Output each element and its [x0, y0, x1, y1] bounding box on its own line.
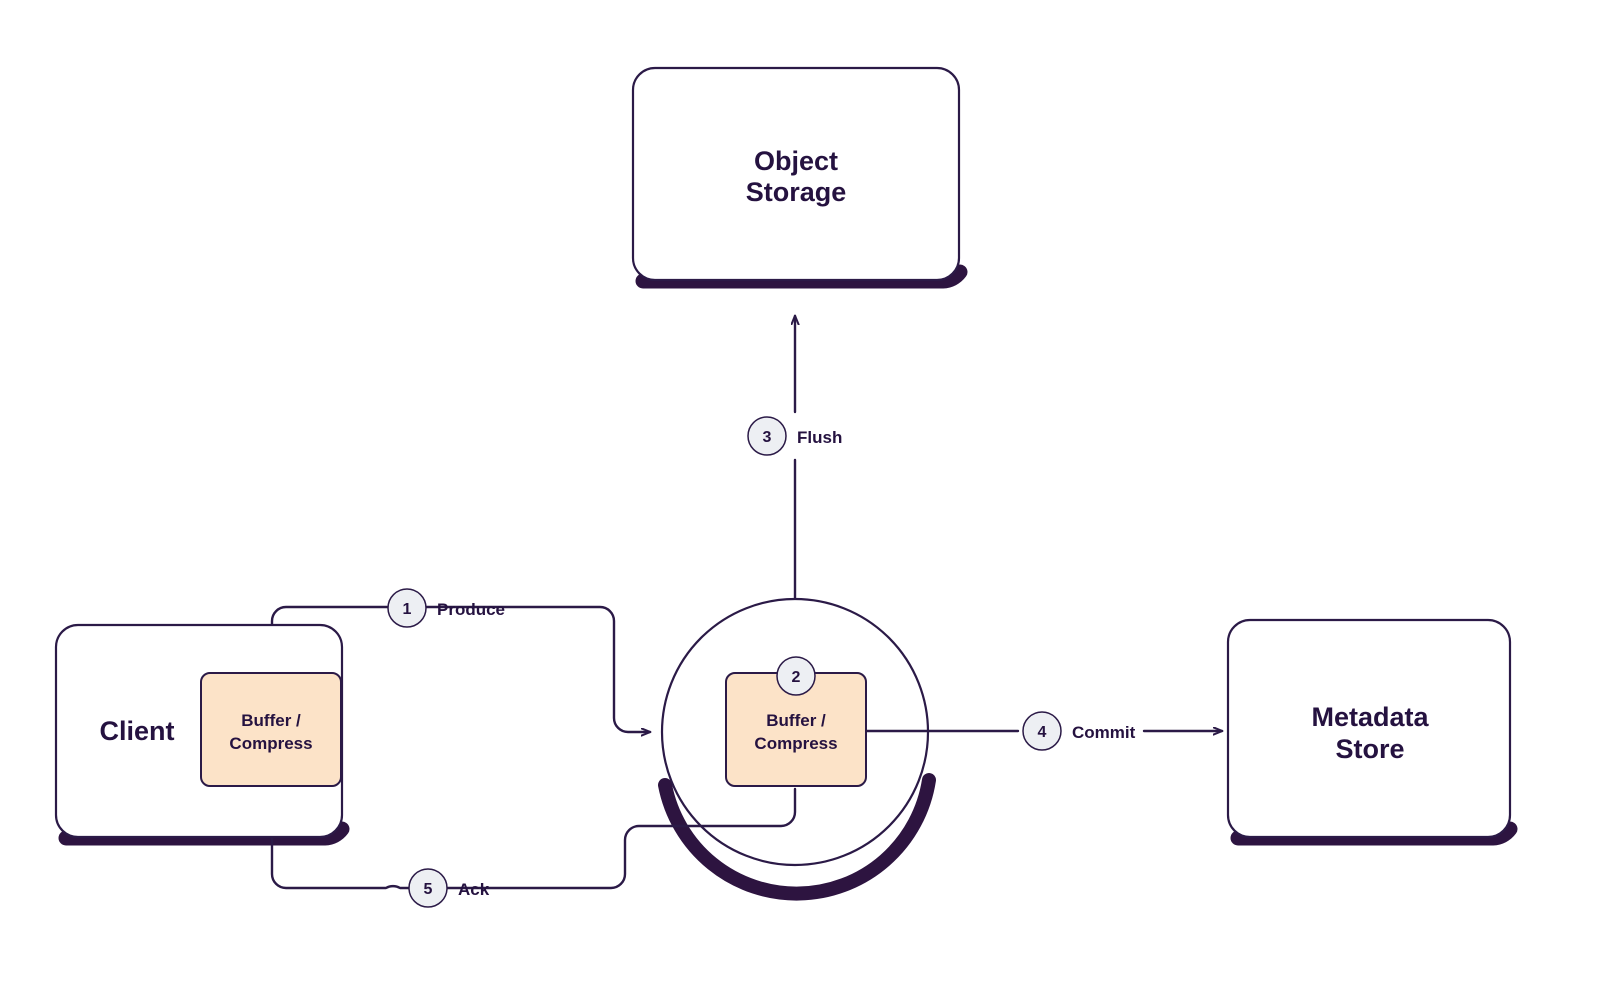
client-label: Client — [99, 716, 174, 746]
client-buffer-box — [200, 672, 342, 787]
metadata-store-label-line1: Metadata — [1311, 702, 1429, 732]
metadata-store-box — [1226, 618, 1512, 839]
client-buffer-label-line2: Compress — [229, 734, 312, 753]
step-1-label: Produce — [437, 600, 505, 619]
badge-circle-icon — [387, 588, 427, 628]
object-storage-shadow — [635, 264, 968, 289]
step-3-label: Flush — [797, 428, 842, 447]
step-3-number: 3 — [763, 429, 772, 446]
step-badge-3[interactable]: 3 Flush — [747, 416, 842, 456]
metadata-store-label-line2: Store — [1335, 734, 1404, 764]
step-badge-4[interactable]: 4 Commit — [1022, 711, 1136, 751]
step-5-label: Ack — [458, 880, 490, 899]
client-buffer-label-line1: Buffer / — [241, 711, 301, 730]
step-4-number: 4 — [1038, 724, 1047, 741]
node-broker[interactable] — [660, 597, 930, 867]
broker-circle-shadow — [658, 773, 936, 901]
step-4-label: Commit — [1072, 723, 1136, 742]
metadata-store-shadow — [1230, 821, 1518, 846]
badge-circle-icon — [747, 416, 787, 456]
edge-produce — [270, 605, 650, 732]
node-shadows — [58, 264, 1518, 901]
step-5-number: 5 — [424, 881, 433, 898]
nodes: Object Storage Client Metadata Store — [54, 66, 1512, 867]
broker-buffer-label-line2: Compress — [754, 734, 837, 753]
step-badge-2[interactable]: 2 — [776, 656, 816, 696]
step-2-number: 2 — [792, 669, 801, 686]
client-shadow — [58, 821, 350, 846]
connectors — [270, 316, 1222, 890]
badge-circle-icon — [408, 868, 448, 908]
step-badge-5[interactable]: 5 Ack — [408, 868, 490, 908]
object-storage-label-line2: Storage — [746, 177, 847, 207]
badge-circle-icon — [776, 656, 816, 696]
step-badge-1[interactable]: 1 Produce — [387, 588, 505, 628]
badge-circle-icon — [1022, 711, 1062, 751]
object-storage-box — [631, 66, 961, 282]
node-object-storage[interactable]: Object Storage — [631, 66, 961, 282]
broker-buffer-label-line1: Buffer / — [766, 711, 826, 730]
edge-ack — [272, 787, 797, 890]
inner-boxes: Buffer / Compress Buffer / Compress — [200, 672, 867, 787]
step-1-number: 1 — [403, 601, 412, 618]
object-storage-label-line1: Object — [754, 146, 838, 176]
client-buffer-compress[interactable]: Buffer / Compress — [200, 672, 342, 787]
node-metadata-store[interactable]: Metadata Store — [1226, 618, 1512, 839]
broker-circle — [660, 597, 930, 867]
step-badges: 1 Produce 2 3 Flush 4 Commit 5 Ack — [387, 416, 1136, 908]
